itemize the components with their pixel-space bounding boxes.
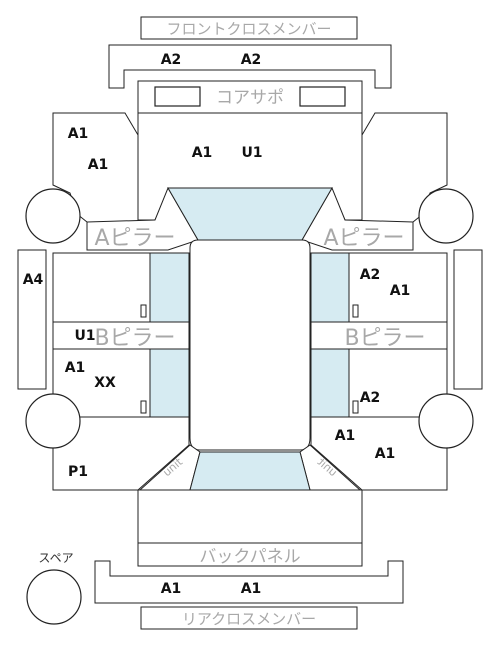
side-left-code[interactable]: A4 [23,272,44,288]
front-cross-code-left[interactable]: A2 [161,52,182,68]
b-pillar-left-label: Bピラー [94,326,175,351]
side-strip-right[interactable] [453,249,483,390]
trunk-lid[interactable] [137,489,363,544]
side-strip-left[interactable] [17,249,47,390]
a-pillar-right-label: Aピラー [323,226,404,251]
headlight-left [154,86,201,107]
front-wheel-right [418,188,474,244]
rear-right-code-1[interactable]: A1 [335,428,356,444]
headlight-right [299,86,346,107]
rear-window-left [149,348,190,418]
rear-right-code-2[interactable]: A1 [375,446,396,462]
front-door-handle-right [352,304,359,318]
rear-wheel-right [418,393,474,449]
front-door-handle-left [140,304,147,318]
b-pillar-right-label: Bピラー [344,326,425,351]
front-cross-member-label-box [140,16,358,40]
rear-wheel-left [25,393,81,449]
rear-cross-member-label: リアクロスメンバー [182,610,316,628]
spare-label: スペア [38,551,73,565]
rear-window-right [310,348,350,418]
hood-code-right[interactable]: U1 [241,145,262,161]
rear-cross-code-left[interactable]: A1 [161,581,182,597]
rear-cross-member-label-box [140,606,358,630]
rear-door-handle-right [352,400,359,414]
rear-quarter-right[interactable] [310,416,448,491]
front-left-code-1[interactable]: A1 [68,126,89,142]
core-support-label: コアサポ [216,88,284,108]
rear-left-code[interactable]: P1 [68,464,88,480]
front-window-left [149,252,190,323]
rear-window [189,451,311,491]
rear-door-handle-left [140,400,147,414]
rear-door-left-code-2[interactable]: XX [94,375,116,391]
rear-quarter-left[interactable] [52,416,190,491]
a-pillar-left-label: Aピラー [94,226,175,251]
rear-door-right-code[interactable]: A2 [360,390,381,406]
front-door-right-code-2[interactable]: A1 [390,283,411,299]
front-wheel-left [25,188,81,244]
front-left-code-2[interactable]: A1 [88,157,109,173]
back-panel[interactable] [137,542,363,567]
front-cross-member-label: フロントクロスメンバー [166,20,331,38]
b-pillar-left[interactable] [52,321,190,350]
hood-code-left[interactable]: A1 [192,145,213,161]
rear-cross-code-right[interactable]: A1 [241,581,262,597]
rear-door-left-code-1[interactable]: A1 [65,360,86,376]
spare-tire[interactable] [26,569,82,625]
roof-panel[interactable] [189,239,311,451]
rocker-left-code[interactable]: U1 [74,328,95,344]
front-cross-member-bar [108,44,392,89]
front-door-right-code-1[interactable]: A2 [360,267,381,283]
front-window-right [310,252,350,323]
rear-cross-member-bar [94,560,404,604]
b-pillar-right[interactable] [310,321,448,350]
back-panel-label: バックパネル [199,547,300,567]
front-cross-code-right[interactable]: A2 [241,52,262,68]
